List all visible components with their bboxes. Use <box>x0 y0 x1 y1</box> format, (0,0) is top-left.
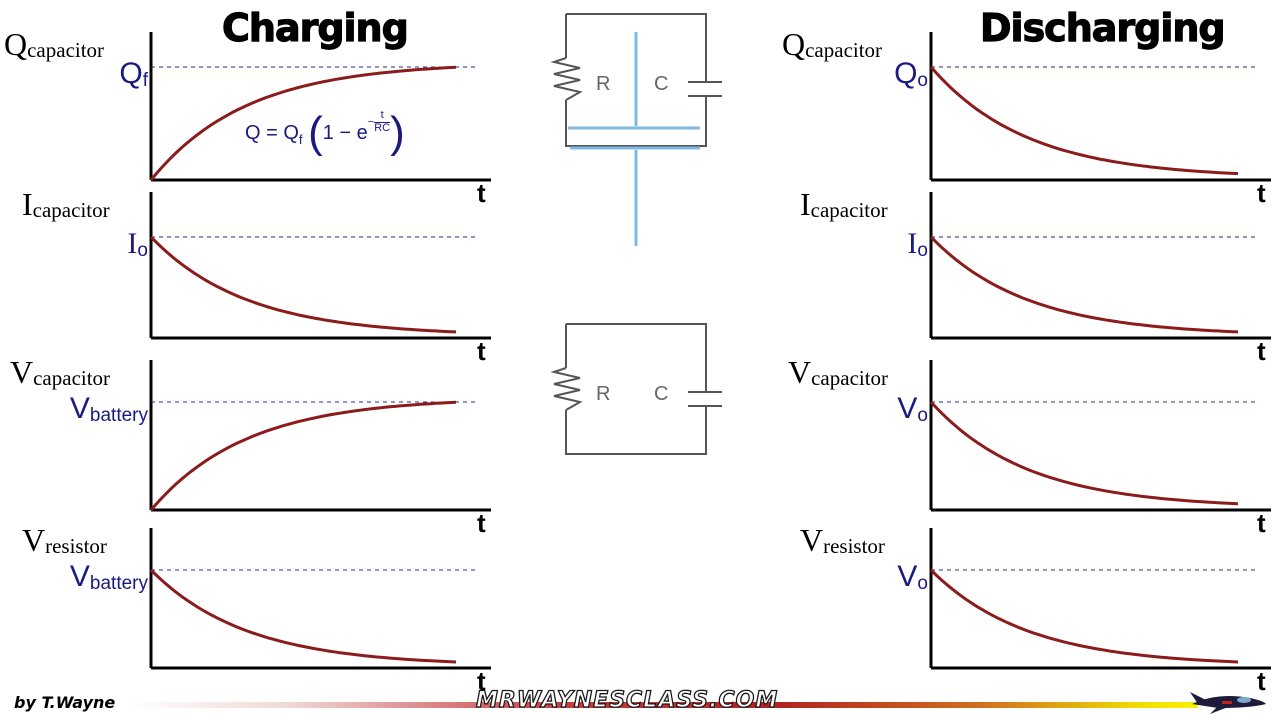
level-label: Vbattery <box>69 560 148 594</box>
resistor-zigzag-bottom <box>550 367 583 411</box>
time-axis-label: t <box>477 336 486 366</box>
discharging-title: Discharging <box>979 5 1226 50</box>
discharging-circuit <box>550 323 722 455</box>
footer-gradient-bar <box>128 702 1198 708</box>
variable-label: Icapacitor <box>800 186 888 222</box>
variable-label: Qcapacitor <box>4 26 105 62</box>
formula-lhs-sub: f <box>298 132 303 147</box>
exponential-curve <box>149 235 457 334</box>
variable-label: Icapacitor <box>22 186 110 222</box>
level-label: Vo <box>897 560 928 594</box>
formula-exp-num: t <box>374 109 391 123</box>
battery-symbol <box>568 32 700 246</box>
exponential-curve <box>929 400 1239 506</box>
author-credit: by T.Wayne <box>14 693 116 712</box>
time-axis-label: t <box>1257 666 1266 696</box>
time-axis-label: t <box>477 508 486 538</box>
charging-title: Charging <box>221 5 409 50</box>
time-axis-label: t <box>1257 336 1266 366</box>
level-label: Io <box>127 227 148 261</box>
exponential-curve <box>929 568 1239 664</box>
time-axis-label: t <box>1257 178 1266 208</box>
level-label: Qf <box>119 57 148 91</box>
time-axis-label: t <box>1257 508 1266 538</box>
level-label: Qo <box>894 57 928 91</box>
site-logo-text: MRWAYNESCLASS.COM <box>475 687 779 713</box>
formula-paren-right: ) <box>390 108 405 157</box>
variable-label: Qcapacitor <box>782 26 883 62</box>
variable-label: Vcapacitor <box>10 354 111 390</box>
level-label: Vbattery <box>69 392 148 426</box>
exponential-curve <box>929 235 1239 334</box>
rocket-icon <box>1190 692 1266 714</box>
exponential-curve <box>149 568 457 664</box>
variable-label: Vresistor <box>800 522 885 558</box>
capacitor-label-top: C <box>654 73 668 95</box>
exponential-curve <box>149 400 457 511</box>
resistor-label-bottom: R <box>596 383 610 405</box>
resistor-label-top: R <box>596 73 610 95</box>
capacitor-label-bottom: C <box>654 383 668 405</box>
variable-label: Vresistor <box>22 522 107 558</box>
charging-circuit <box>550 13 722 147</box>
exponential-curve <box>929 66 1239 176</box>
formula-lhs: Q = Q <box>245 122 299 144</box>
formula-paren-left: ( <box>308 108 323 157</box>
formula-one-minus: 1 − e <box>322 122 368 144</box>
level-label: Io <box>907 227 928 261</box>
resistor-zigzag-top <box>550 57 583 101</box>
time-axis-label: t <box>477 178 486 208</box>
level-label: Vo <box>897 392 928 426</box>
time-axis-label: t <box>477 666 486 696</box>
variable-label: Vcapacitor <box>788 354 889 390</box>
formula-exp-den: RC <box>374 121 391 134</box>
